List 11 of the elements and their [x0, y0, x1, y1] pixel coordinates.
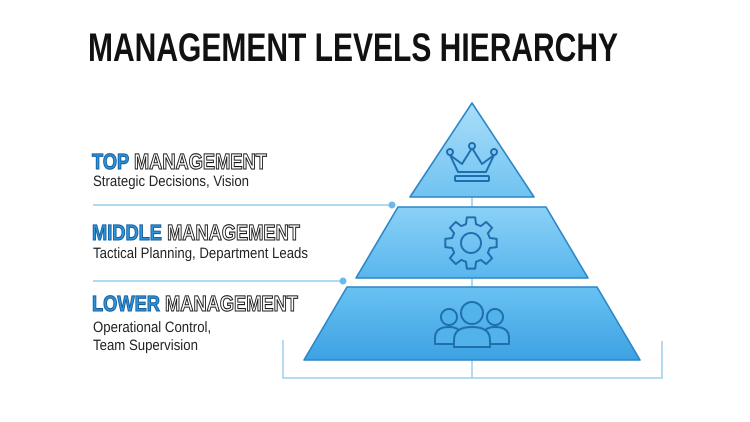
level-description: Strategic Decisions, Vision — [93, 173, 250, 191]
level-heading: MIDDLE MANAGEMENT — [92, 221, 300, 245]
level-heading: TOP MANAGEMENT — [92, 150, 267, 174]
title: MANAGEMENT LEVELS HIERARCHY — [88, 26, 618, 70]
connector-line — [471, 197, 473, 207]
level-description: Tactical Planning, Department Leads — [93, 245, 309, 263]
level-heading: LOWER MANAGEMENT — [92, 292, 298, 316]
level-description: Operational Control, Team Supervision — [93, 319, 212, 355]
pyramid-base-tier — [304, 287, 640, 360]
pyramid-middle-tier — [356, 207, 588, 278]
pyramid-top-tier — [410, 103, 534, 197]
